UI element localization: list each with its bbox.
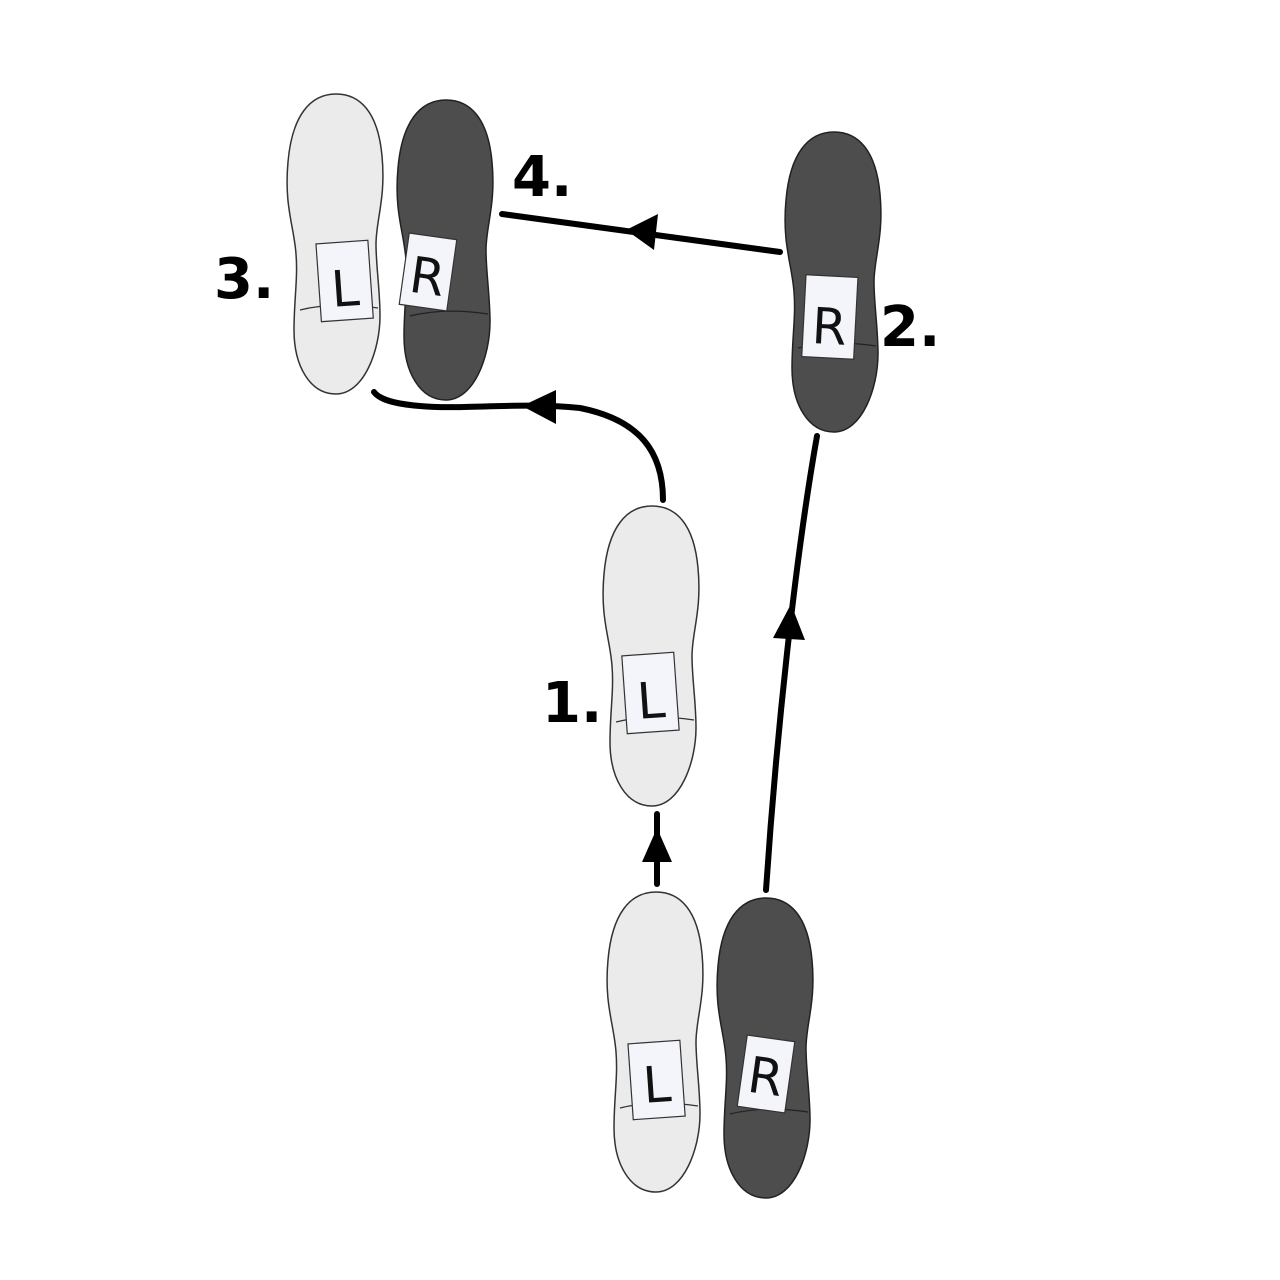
foot-step2-right: R [784, 131, 882, 433]
foot-letter-step3-left: L [329, 259, 361, 319]
arrow-head-step1 [642, 828, 672, 862]
path-step1-to-step3 [371, 389, 666, 503]
foot-step1-left: L [602, 505, 700, 807]
movement-paths [371, 211, 820, 893]
step-label-2: 2. [880, 295, 940, 360]
step-label-1: 1. [542, 671, 602, 736]
foot-start-right: R [716, 897, 814, 1199]
foot-step3-left: L [286, 93, 384, 395]
foot-letter-start-left: L [641, 1055, 673, 1115]
foot-letter-start-right: R [744, 1046, 786, 1108]
step-label-4: 4. [512, 145, 572, 210]
foot-letter-step1-left: L [635, 671, 667, 731]
path-start-to-step2 [763, 433, 820, 893]
foot-start-left: L [606, 891, 704, 1193]
arrow-head-step2 [773, 604, 805, 640]
foot-step4-right: R [396, 99, 494, 401]
foot-letter-step4-right: R [406, 246, 448, 308]
arrow-head-step3 [522, 390, 556, 424]
arrow-head-step4 [626, 214, 658, 250]
step-label-3: 3. [214, 247, 274, 312]
foot-letter-step2-right: R [810, 297, 848, 357]
